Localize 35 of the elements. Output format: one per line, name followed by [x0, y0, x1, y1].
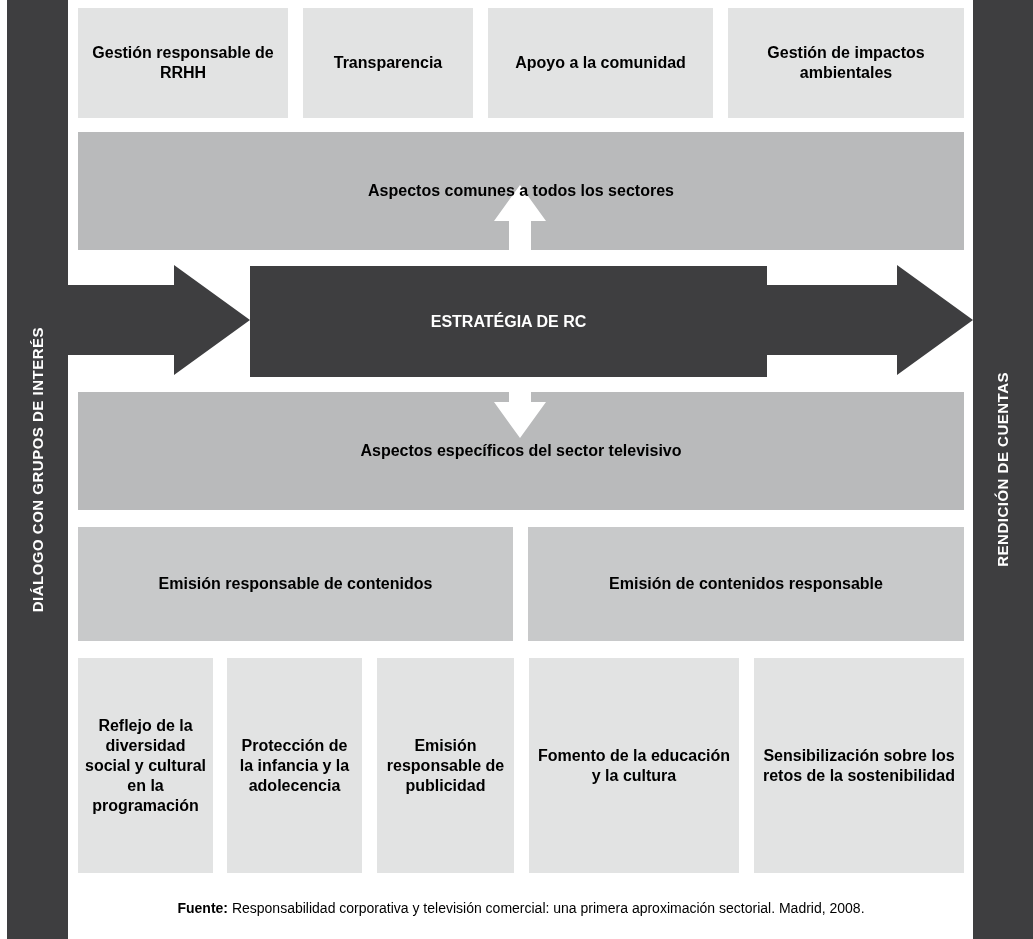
topic-box [78, 8, 288, 118]
strategy-box [250, 266, 767, 377]
topic-box [728, 8, 964, 118]
topic-box [488, 8, 713, 118]
node-label: Protección de la infancia y la adolecencia [238, 735, 351, 796]
category-box [528, 527, 964, 641]
node-label: ESTRATÉGIA DE RC [430, 311, 587, 332]
node-label: Transparencia [333, 53, 443, 73]
node-label: Emisión responsable de contenidos [158, 574, 433, 594]
node-label: Reflejo de la diversidad social y cultural en la programación [84, 715, 207, 816]
node-label: Gestión de impactos ambientales [766, 43, 926, 83]
topic-box [529, 658, 739, 873]
source-note: Fuente: Responsabilidad corporativa y televisión comercial: una primera aproximación sectorial. Madrid, 2008. [176, 900, 866, 916]
arrow [68, 265, 250, 375]
node-label: Emisión de contenidos responsable [609, 574, 883, 594]
side-band [973, 0, 1033, 939]
node-label: DIÁLOGO CON GRUPOS DE INTERÉS [27, 326, 47, 613]
topic-box [303, 8, 473, 118]
aspects-band [78, 392, 964, 510]
topic-box [227, 658, 362, 873]
node-label: Gestión responsable de RRHH [91, 43, 275, 83]
node-label: Sensibilización sobre los retos de la sostenibilidad [761, 745, 956, 786]
topic-box [78, 658, 213, 873]
category-box [78, 527, 513, 641]
topic-box [754, 658, 964, 873]
node-label: Aspectos específicos del sector televisivo [360, 441, 682, 461]
node-label: RENDICIÓN DE CUENTAS [993, 372, 1012, 567]
aspects-band [78, 132, 964, 250]
side-band [7, 0, 68, 939]
node-label: Apoyo a la comunidad [515, 53, 686, 73]
topic-box [377, 658, 514, 873]
arrow [767, 265, 973, 375]
node-label: Emisión responsable de publicidad [385, 735, 506, 796]
node-label: Aspectos comunes a todos los sectores [368, 181, 674, 201]
node-label: Fomento de la educación y la cultura [537, 745, 731, 786]
